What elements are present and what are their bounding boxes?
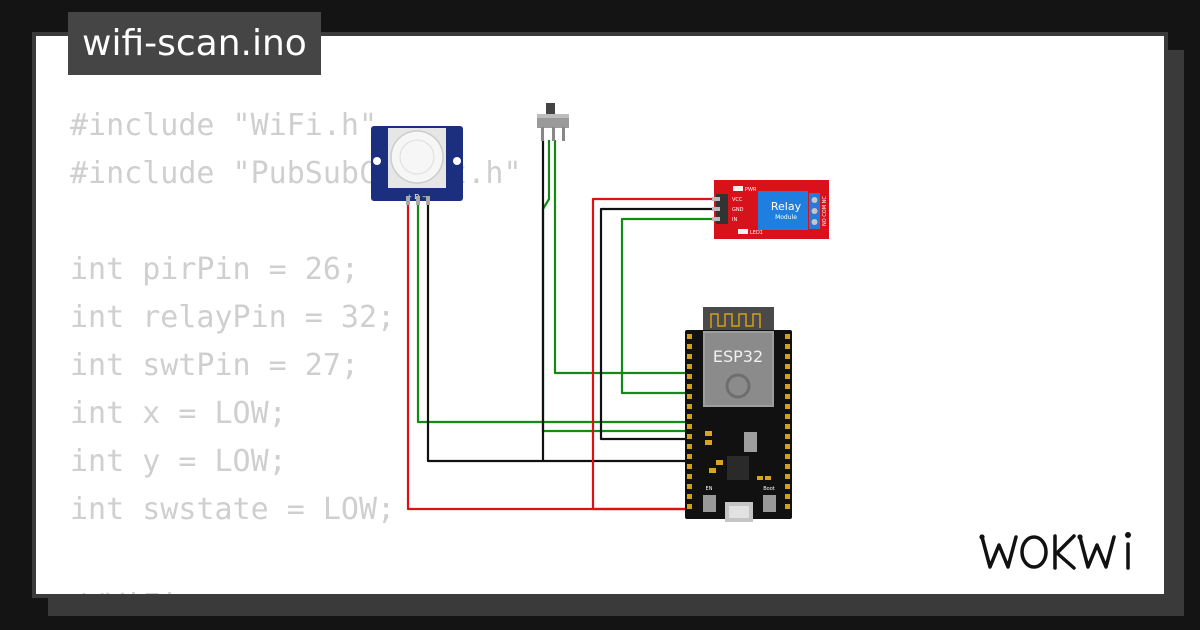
- code-line: int x = LOW;: [70, 396, 287, 431]
- relay-terminal-labels: NO COM NC: [822, 196, 828, 226]
- esp32-en-label: EN: [706, 486, 713, 492]
- code-line: //WiFi: [70, 582, 522, 594]
- relay-pin-in: IN: [732, 217, 737, 223]
- pir-signal-wire[interactable]: [416, 203, 695, 424]
- esp32-board[interactable]: ESP32 EN Boot: [685, 307, 792, 522]
- esp32-boot-label: Boot: [763, 486, 775, 492]
- relay-pin-gnd: GND: [732, 207, 744, 213]
- wokwi-logo[interactable]: [978, 527, 1150, 575]
- pir-motion-sensor[interactable]: + D −: [371, 126, 463, 205]
- relay-led-1: LED1: [750, 230, 763, 236]
- esp32-left-header-pins: [687, 334, 692, 509]
- code-line: int swstate = LOW;: [70, 492, 396, 527]
- code-line: #include "WiFi.h": [70, 108, 378, 143]
- code-line: int swtPin = 27;: [70, 348, 359, 383]
- relay-vcc-wire[interactable]: [591, 197, 718, 511]
- relay-led-pwr: PWR: [745, 187, 757, 193]
- esp32-chip-label: ESP32: [713, 347, 763, 366]
- code-line: int pirPin = 26;: [70, 252, 359, 287]
- relay-gnd-wire[interactable]: [599, 207, 718, 441]
- slide-switch[interactable]: [537, 103, 569, 141]
- relay-in-wire[interactable]: [620, 217, 718, 395]
- switch-ground-wire[interactable]: [541, 140, 695, 433]
- pir-power-wire[interactable]: [406, 203, 695, 511]
- relay-module[interactable]: PWR LED1 VCC GND IN Relay Module NO COM …: [712, 180, 829, 239]
- code-line: int relayPin = 32;: [70, 300, 396, 335]
- relay-pin-vcc: VCC: [732, 197, 743, 203]
- esp32-right-header-pins: [785, 334, 790, 509]
- relay-title: Relay: [771, 200, 802, 213]
- switch-signal-wire[interactable]: [553, 140, 695, 375]
- code-line: int y = LOW;: [70, 444, 287, 479]
- project-filename-tab[interactable]: wifi-scan.ino: [68, 12, 321, 75]
- relay-subtitle: Module: [775, 214, 797, 221]
- pir-ground-wire[interactable]: [426, 203, 695, 463]
